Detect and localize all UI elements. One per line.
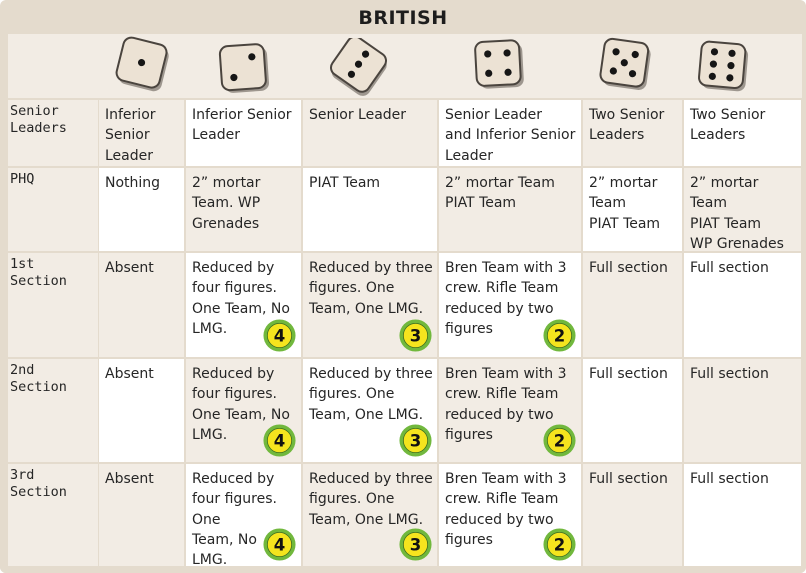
die-pip <box>727 62 735 70</box>
table-cell: PIAT Team <box>303 168 437 251</box>
table-cell: Full section <box>583 359 682 462</box>
table-cell: Bren Team with 3 crew. Rifle Team reduce… <box>439 253 581 357</box>
die-pip <box>504 68 512 76</box>
table-cell: Two Senior Leaders <box>583 100 682 166</box>
dice-count-badge: 3 <box>399 424 432 457</box>
badge-number: 3 <box>410 326 422 345</box>
table-cell: Absent <box>99 464 184 566</box>
table-cell: Senior Leader <box>303 100 437 166</box>
die-pip <box>620 59 628 67</box>
table-cell: 2” mortar Team. WP Grenades <box>186 168 301 251</box>
die-pip <box>726 74 734 82</box>
badge-number: 2 <box>554 431 566 450</box>
dice-count-badge: 3 <box>399 319 432 352</box>
row-header: 3rd Section <box>8 464 98 566</box>
table-cell: 2” mortar Team PIAT Team WP Grenades <box>684 168 801 252</box>
badge-number: 4 <box>274 326 286 345</box>
die-pip <box>354 60 363 68</box>
table-cell: Full section <box>583 464 682 566</box>
dice-count-badge: 2 <box>543 319 576 352</box>
die-2-icon <box>218 43 270 93</box>
table-cell: Full section <box>684 464 801 566</box>
die-4-icon <box>474 39 524 89</box>
die-pip <box>709 60 718 68</box>
die-pip <box>612 48 620 56</box>
die-6-icon <box>698 40 749 92</box>
dice-count-badge: 2 <box>543 528 576 561</box>
table-cell: Reduced by four figures. One Team, No LM… <box>186 464 301 568</box>
die-pip <box>708 72 716 80</box>
row-header: 1st Section <box>8 253 98 357</box>
dice-count-badge: 4 <box>263 319 296 352</box>
die-pip <box>710 48 719 56</box>
table-title: BRITISH <box>358 7 448 29</box>
table-cell: 2” mortar Team PIAT Team <box>583 168 682 251</box>
badge-number: 4 <box>274 535 286 554</box>
die-pip <box>631 50 639 59</box>
badge-number: 2 <box>554 326 566 345</box>
die-pip <box>137 58 146 67</box>
die-pip <box>361 50 370 58</box>
die-pip <box>503 49 511 57</box>
die-1-icon <box>115 36 169 92</box>
table-cell: Inferior Senior Leader <box>99 100 184 166</box>
die-pip <box>230 73 238 82</box>
badge-number: 3 <box>410 431 422 450</box>
table-cell: Full section <box>684 359 801 462</box>
badge-number: 4 <box>274 431 286 450</box>
die-pip <box>484 50 492 58</box>
die-pip <box>248 53 256 61</box>
die-pip <box>347 70 356 78</box>
dice-count-badge: 2 <box>543 424 576 457</box>
table-cell: Nothing <box>99 168 184 251</box>
dice-count-badge: 3 <box>399 528 432 561</box>
badge-number: 3 <box>410 535 422 554</box>
row-header: 2nd Section <box>8 359 98 462</box>
dice-count-badge: 4 <box>263 528 296 561</box>
dice-count-badge: 4 <box>263 424 296 457</box>
table-cell: 2” mortar Team PIAT Team <box>439 168 581 251</box>
die-pip <box>609 67 617 75</box>
table-cell: Absent <box>99 359 184 462</box>
table-cell: Full section <box>583 253 682 357</box>
table-cell: Two Senior Leaders <box>684 100 801 166</box>
table-cell: Absent <box>99 253 184 357</box>
table-cell: Inferior Senior Leader <box>186 100 301 166</box>
bottom-border <box>0 567 806 573</box>
die-pip <box>728 49 736 57</box>
badge-number: 2 <box>554 535 566 554</box>
row-header: PHQ <box>8 168 98 251</box>
die-5-icon <box>599 37 651 90</box>
die-pip <box>628 70 637 78</box>
table-cell: Full section <box>684 253 801 357</box>
table-cell: Senior Leader and Inferior Senior Leader <box>439 100 581 166</box>
die-3-icon <box>330 38 388 96</box>
die-pip <box>485 69 493 77</box>
table-cell: Reduced by three figures. One Team, One … <box>303 359 437 462</box>
row-header: Senior Leaders <box>8 100 98 166</box>
